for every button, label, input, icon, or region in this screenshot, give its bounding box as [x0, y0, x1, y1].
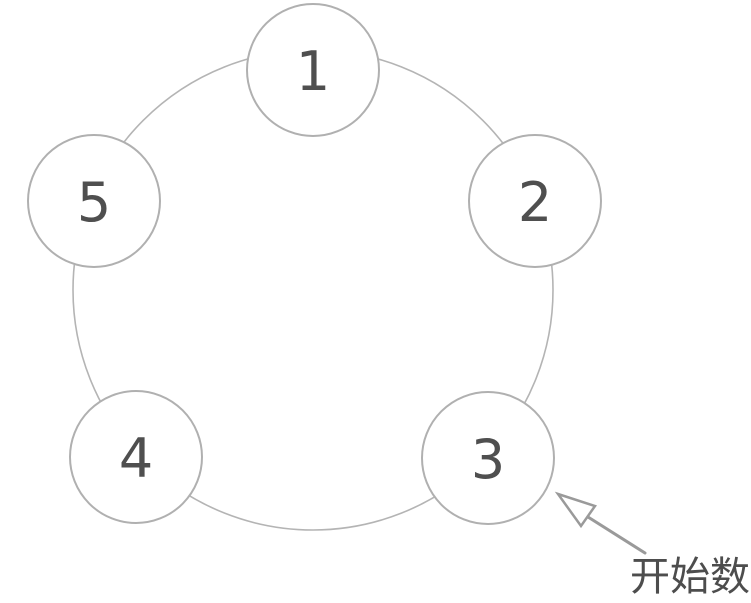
node-label-1: 1	[296, 40, 330, 103]
node-circle-5	[27, 134, 161, 268]
start-count-label: 开始数	[630, 554, 750, 600]
node-4: 4	[69, 390, 203, 524]
pointer-arrow	[554, 491, 647, 555]
node-2: 2	[468, 134, 602, 268]
node-circle-2	[468, 134, 602, 268]
node-circle-4	[69, 390, 203, 524]
node-label-3: 3	[471, 428, 505, 491]
arrow-head-icon	[554, 491, 597, 529]
node-label-2: 2	[518, 171, 552, 234]
node-5: 5	[27, 134, 161, 268]
node-circle-1	[246, 3, 380, 137]
node-1: 1	[246, 3, 380, 137]
node-3: 3	[421, 391, 555, 525]
node-label-4: 4	[119, 427, 153, 490]
node-label-5: 5	[77, 171, 111, 234]
arrow-shaft	[586, 515, 647, 555]
node-circle-3	[421, 391, 555, 525]
